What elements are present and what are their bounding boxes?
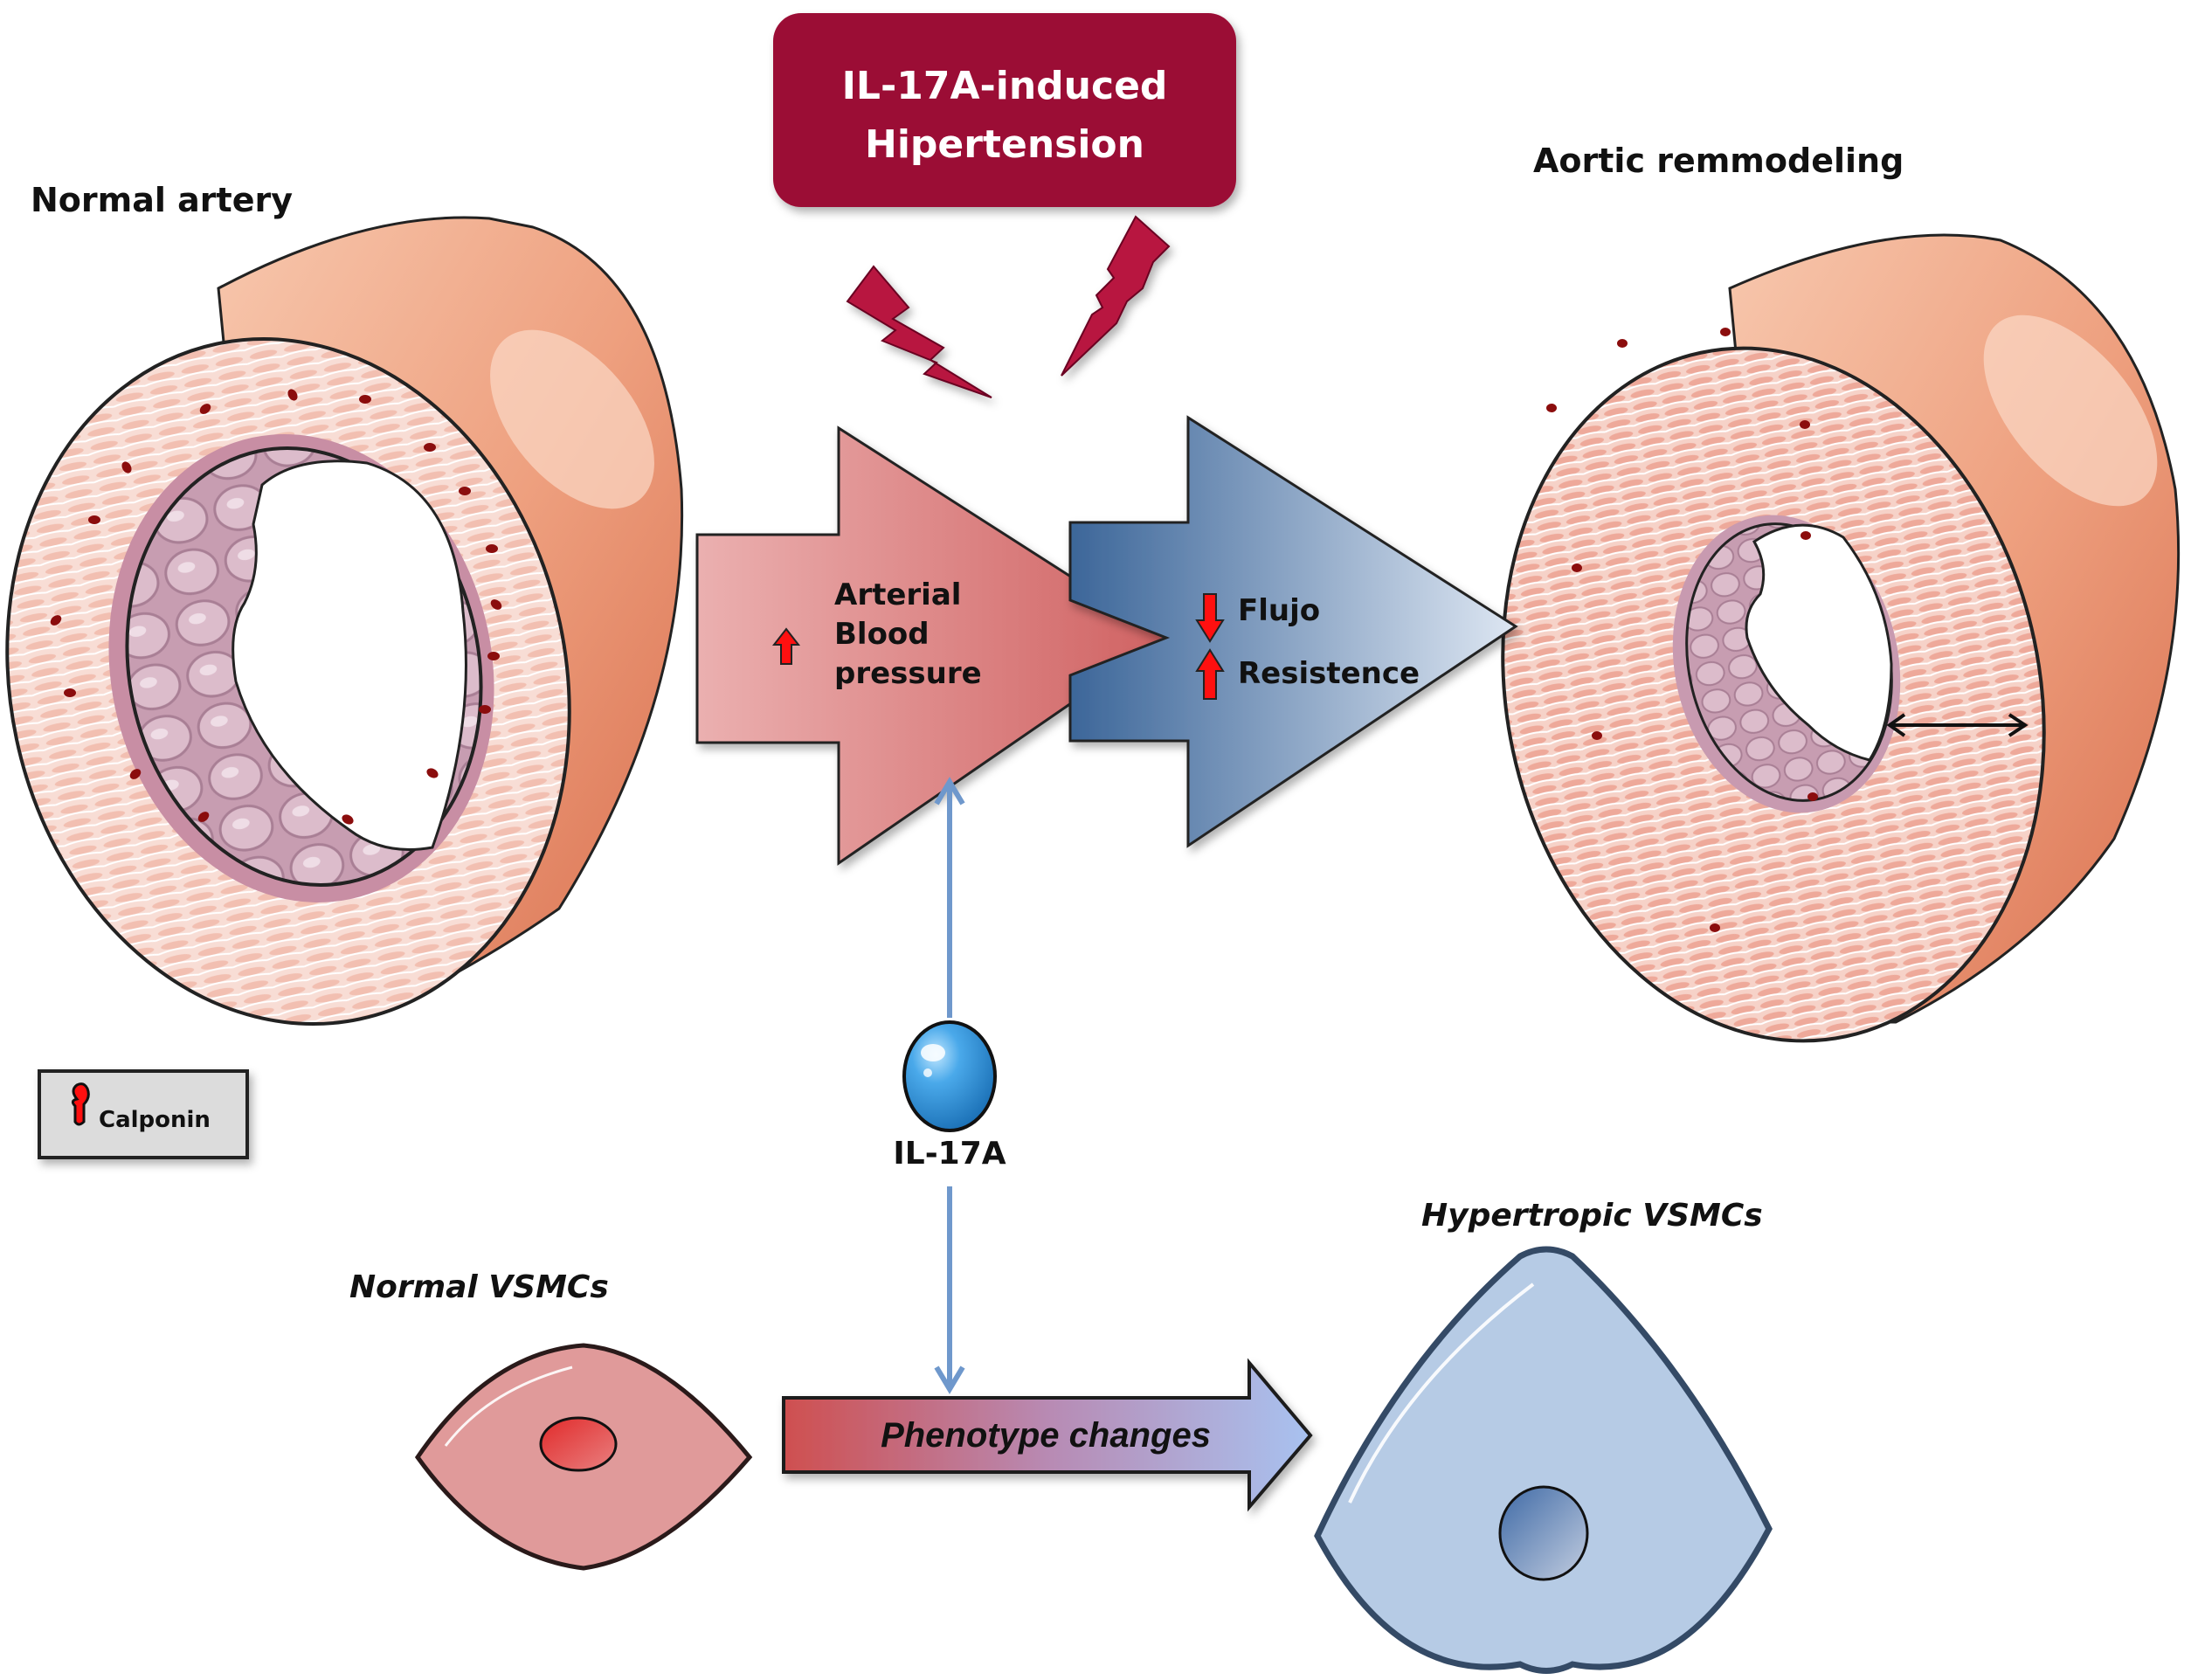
increase-arrow-icon bbox=[1195, 648, 1225, 700]
calponin-legend-label: Calponin bbox=[99, 1107, 211, 1133]
title-box-background bbox=[773, 13, 1236, 207]
il17a-to-cells-arrow bbox=[934, 1186, 965, 1394]
artery-highlight bbox=[490, 329, 654, 509]
artery-highlight bbox=[1983, 315, 2158, 507]
phenotype-changes-label: Phenotype changes bbox=[881, 1416, 1211, 1455]
nucleus bbox=[1498, 1485, 1589, 1581]
aortic-remodeling-label: Aortic remmodeling bbox=[1533, 142, 1904, 180]
il17a-ball-icon bbox=[902, 1020, 997, 1132]
wall-thickness-arrow bbox=[1886, 713, 2029, 737]
normal-vsmc-cell bbox=[414, 1343, 753, 1571]
calponin-markers bbox=[1546, 328, 1818, 932]
increase-arrow-icon bbox=[771, 627, 801, 665]
bp-text-line-1: Arterial bbox=[834, 577, 961, 612]
lightning-left-icon bbox=[846, 265, 992, 398]
phenotype-changes-arrow bbox=[782, 1358, 1313, 1512]
title-line-2: Hipertension bbox=[865, 122, 1144, 167]
lightning-right-icon bbox=[1061, 215, 1171, 377]
calponin-marker-icon bbox=[71, 1082, 90, 1126]
title-box: IL-17A-induced Hipertension bbox=[773, 13, 1236, 207]
bp-text-line-3: pressure bbox=[834, 656, 982, 691]
artery-lumen bbox=[232, 460, 467, 851]
flujo-label: Flujo bbox=[1238, 593, 1320, 628]
calponin-markers bbox=[50, 389, 502, 825]
flow-resistance-arrow bbox=[1068, 415, 1518, 848]
blood-pressure-arrow bbox=[695, 425, 1169, 866]
resistence-label: Resistence bbox=[1238, 656, 1420, 691]
bp-text-line-2: Blood bbox=[834, 617, 930, 652]
normal-artery-label: Normal artery bbox=[31, 181, 293, 219]
artery-lumen bbox=[1745, 523, 1893, 762]
title-line-1: IL-17A-induced bbox=[842, 64, 1168, 108]
il17a-label: IL-17A bbox=[893, 1136, 1006, 1172]
normal-artery-illustration bbox=[5, 216, 684, 1026]
hypertropic-vsmc-cell bbox=[1314, 1246, 1773, 1674]
decrease-arrow-icon bbox=[1195, 593, 1225, 643]
il17a-to-pressure-arrow bbox=[934, 777, 965, 1018]
normal-vsmcs-label: Normal VSMCs bbox=[349, 1269, 609, 1305]
hypertropic-vsmcs-label: Hypertropic VSMCs bbox=[1421, 1198, 1763, 1234]
nucleus bbox=[539, 1416, 618, 1472]
remodeled-artery-illustration bbox=[1501, 233, 2181, 1043]
